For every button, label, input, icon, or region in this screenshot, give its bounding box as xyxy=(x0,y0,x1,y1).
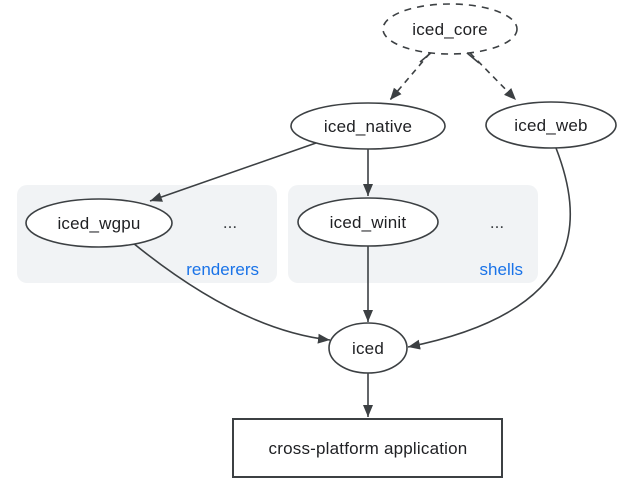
node-iced-wgpu-label: iced_wgpu xyxy=(57,214,140,233)
node-iced-web xyxy=(485,101,617,149)
node-iced-core xyxy=(382,3,518,55)
node-cross-platform-application xyxy=(232,418,503,478)
edge-wgpu-to-iced xyxy=(132,242,331,344)
edge-native-to-wgpu xyxy=(149,142,317,202)
node-iced-winit xyxy=(297,197,439,247)
renderers-ellipsis: ... xyxy=(223,213,237,232)
renderers-group-label: renderers xyxy=(186,260,259,279)
node-iced-native xyxy=(290,102,446,150)
node-iced-label: iced xyxy=(352,339,384,358)
node-iced-winit-label: iced_winit xyxy=(330,213,407,232)
node-iced-core-label: iced_core xyxy=(412,20,488,39)
shells-ellipsis: ... xyxy=(490,213,504,232)
node-iced-native-label: iced_native xyxy=(324,117,412,136)
edge-core-to-native xyxy=(389,52,431,101)
node-iced xyxy=(328,322,408,374)
node-iced-wgpu xyxy=(25,198,173,248)
edge-web-to-iced xyxy=(407,147,572,350)
node-iced-web-label: iced_web xyxy=(514,116,587,135)
node-cross-platform-application-label: cross-platform application xyxy=(269,439,468,458)
edge-core-to-web xyxy=(469,52,517,101)
shells-group-label: shells xyxy=(480,260,523,279)
